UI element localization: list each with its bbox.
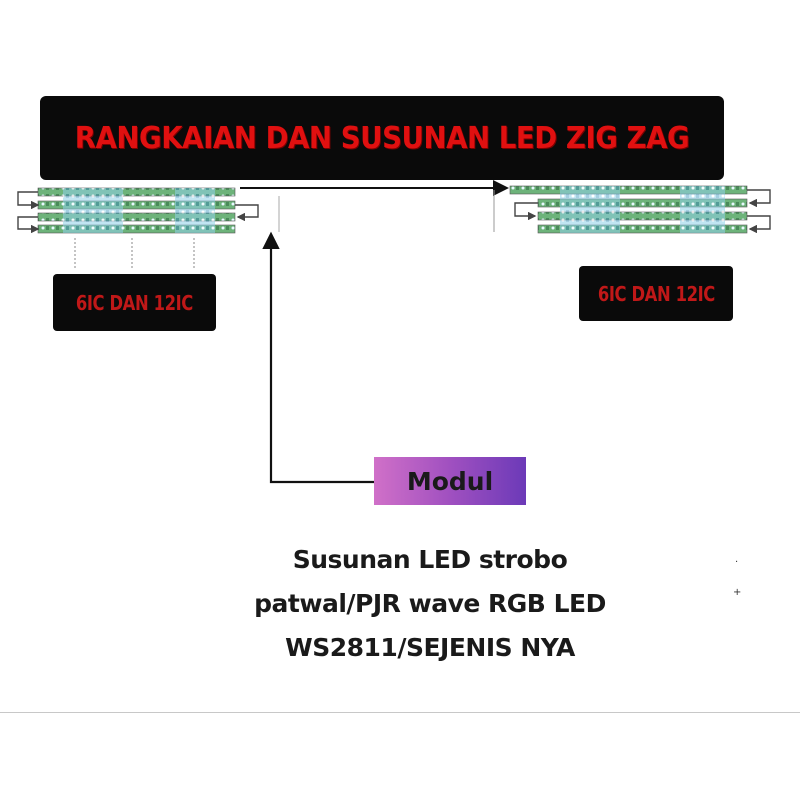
caption-line-2: patwal/PJR wave RGB LED [254,589,606,618]
ic-label-right-text: 6IC DAN 12IC [597,281,715,306]
divider [0,712,800,713]
speck-dot: · [735,557,739,568]
right-led-strip-group [509,185,771,234]
led-strip-icon [537,224,748,234]
left-led-strip-group [17,187,259,268]
arrow-icon [262,231,374,484]
caption-line-1: Susunan LED strobo [292,545,568,574]
module-box: Modul [374,457,526,505]
title-banner: RANGKAIAN DAN SUSUNAN LED ZIG ZAG [40,96,724,180]
diagram-title: RANGKAIAN DAN SUSUNAN LED ZIG ZAG [74,120,690,156]
module-label: Modul [406,466,494,496]
speck-cross: + [733,587,742,598]
ic-label-left: 6IC DAN 12IC [53,274,216,331]
caption-line-3: WS2811/SEJENIS NYA [285,633,575,662]
ic-label-right: 6IC DAN 12IC [579,266,733,321]
caption: Susunan LED strobo patwal/PJR wave RGB L… [180,538,680,670]
ic-label-left-text: 6IC DAN 12IC [75,290,194,315]
